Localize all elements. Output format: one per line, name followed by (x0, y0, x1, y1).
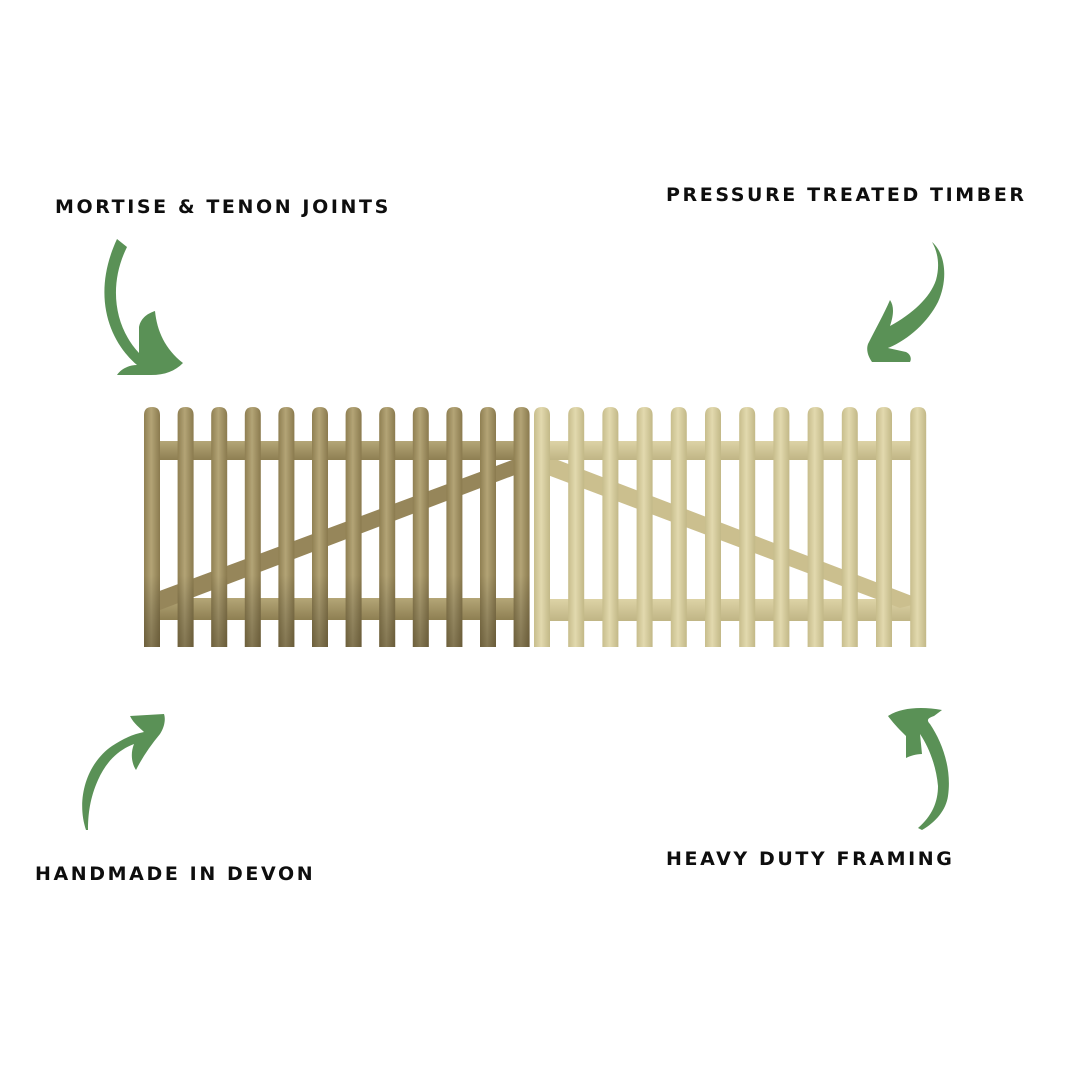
picket-pale (278, 407, 295, 647)
picket-pale (739, 407, 756, 647)
curved-arrow-up-left-icon (888, 708, 949, 830)
picket-pale (480, 407, 496, 647)
left-gate-leaf (144, 407, 530, 647)
curved-arrow-down-right-icon (104, 239, 183, 375)
feature-label-heavy-duty: HEAVY DUTY FRAMING (666, 848, 955, 870)
curved-arrow-up-right-icon (82, 714, 165, 830)
picket-pale (312, 407, 328, 647)
picket-pale (876, 407, 892, 647)
feature-label-handmade: HANDMADE IN DEVON (35, 863, 316, 885)
feature-label-pressure-treated: PRESSURE TREATED TIMBER (666, 184, 1027, 206)
picket-pale (513, 407, 530, 647)
picket-pale (144, 407, 160, 647)
picket-pale (910, 407, 927, 647)
picket-pale (211, 407, 228, 647)
picket-pale (412, 407, 429, 647)
picket-pale (705, 407, 721, 647)
picket-pale (602, 407, 619, 647)
picket-pale (807, 407, 824, 647)
picket-double-gate-image (144, 407, 927, 647)
picket-pale (568, 407, 585, 647)
right-gate-leaf (534, 407, 927, 647)
picket-pale (379, 407, 396, 647)
picket-pale (636, 407, 653, 647)
picket-pale (446, 407, 463, 647)
picket-pale (841, 407, 858, 647)
picket-pale (534, 407, 550, 647)
picket-pale (345, 407, 362, 647)
picket-pale (244, 407, 261, 647)
picket-pale (670, 407, 687, 647)
picket-pale (177, 407, 194, 647)
curved-arrow-down-left-icon (867, 242, 945, 362)
feature-label-mortise-tenon: MORTISE & TENON JOINTS (55, 196, 391, 218)
picket-pale (773, 407, 790, 647)
